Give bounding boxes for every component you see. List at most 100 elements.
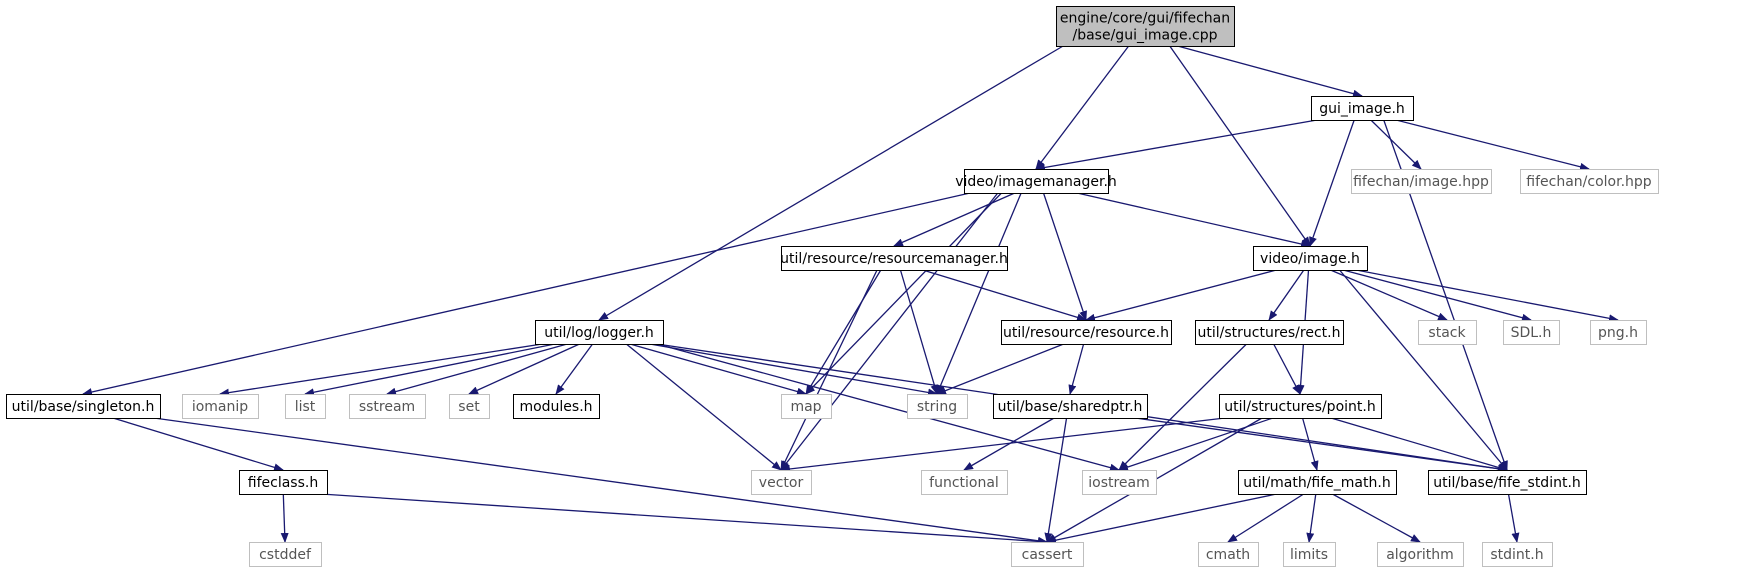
node-box: [993, 394, 1148, 419]
edge-imagemanager_h-to-singleton_h: [82, 192, 971, 396]
edge-logger_h-to-vector: [625, 343, 782, 471]
node-algorithm: algorithm: [1377, 542, 1464, 567]
edge-logger_h-to-iomanip: [219, 343, 543, 397]
node-modules-h[interactable]: modules.h: [513, 394, 600, 419]
edge-root-to-gui_image_h: [1177, 45, 1363, 98]
node-box: [1520, 169, 1659, 194]
node-label: cmath: [1206, 547, 1250, 563]
node-box: [921, 470, 1008, 495]
node-sdl-h: SDL.h: [1503, 320, 1560, 345]
edge-sharedptr_h-to-functional: [963, 417, 1055, 471]
node-label: vector: [759, 475, 804, 491]
node-string: string: [907, 394, 968, 419]
edge-sharedptr_h-to-cassert: [1044, 417, 1068, 543]
node-resource-h[interactable]: util/resource/resource.h: [1001, 320, 1172, 345]
node-box: [1011, 542, 1084, 567]
edge-gui_image_h-to-imagemanager_h: [1035, 119, 1318, 172]
node-vector: vector: [751, 470, 812, 495]
edge-rect_h-to-point_h: [1273, 343, 1301, 395]
node-label: util/resource/resourcemanager.h: [780, 251, 1008, 267]
node-box: [249, 542, 322, 567]
edge-imagemanager_h-to-resourcemanager_h: [893, 192, 1015, 247]
node-box: [751, 470, 812, 495]
node-point-h[interactable]: util/structures/point.h: [1219, 394, 1382, 419]
node-label: util/log/logger.h: [544, 325, 654, 341]
node-label: util/base/singleton.h: [12, 399, 155, 415]
edge-point_h-to-fife_math_h: [1301, 417, 1319, 471]
node-list: list: [285, 394, 326, 419]
edge-resourcemanager_h-to-string: [899, 269, 939, 395]
node-label: modules.h: [519, 399, 592, 415]
edge-root-to-logger_h: [598, 45, 1064, 321]
node-label: functional: [929, 475, 999, 491]
node-root[interactable]: engine/core/gui/fifechan/base/gui_image.…: [1056, 6, 1235, 47]
node-box: [349, 394, 426, 419]
node-label: video/image.h: [1260, 251, 1360, 267]
node-label: fifechan/color.hpp: [1526, 174, 1651, 190]
node-box: [182, 394, 259, 419]
node-label: algorithm: [1386, 547, 1454, 563]
node-resourcemanager-h[interactable]: util/resource/resourcemanager.h: [780, 246, 1008, 271]
node-imagemanager-h[interactable]: video/imagemanager.h: [955, 169, 1117, 194]
edge-gui_image_h-to-video_image_h: [1309, 119, 1355, 247]
node-box: [1082, 470, 1157, 495]
edge-gui_image_h-to-fifechan_color: [1395, 119, 1590, 171]
edge-video_image_h-to-resource_h: [1085, 269, 1277, 322]
node-gui-image-h[interactable]: gui_image.h: [1311, 96, 1414, 121]
node-box: [781, 246, 1008, 271]
node-rect-h[interactable]: util/structures/rect.h: [1195, 320, 1344, 345]
node-box: [1377, 542, 1464, 567]
node-box: [1590, 320, 1647, 345]
edge-imagemanager_h-to-resource_h: [1042, 192, 1087, 321]
node-label: limits: [1290, 547, 1328, 563]
edge-root-to-video_image_h: [1169, 45, 1311, 247]
node-logger-h[interactable]: util/log/logger.h: [535, 320, 664, 345]
node-fifeclass-h[interactable]: fifeclass.h: [239, 470, 328, 495]
node-cassert: cassert: [1011, 542, 1084, 567]
node-label: SDL.h: [1511, 325, 1552, 341]
node-label: util/base/fife_stdint.h: [1433, 475, 1581, 491]
node-label: video/imagemanager.h: [955, 174, 1117, 190]
node-label: util/resource/resource.h: [1003, 325, 1169, 341]
node-label: set: [458, 399, 480, 415]
edge-point_h-to-vector: [780, 417, 1226, 473]
node-box: [964, 169, 1109, 194]
node-limits: limits: [1283, 542, 1336, 567]
edge-rect_h-to-iostream: [1118, 343, 1247, 471]
node-label: fifeclass.h: [248, 475, 318, 491]
node-label: string: [917, 399, 957, 415]
node-box: [535, 320, 664, 345]
node-label: /base/gui_image.cpp: [1073, 28, 1218, 44]
node-video-image-h[interactable]: video/image.h: [1253, 246, 1368, 271]
node-box: [449, 394, 490, 419]
node-box: [6, 394, 161, 419]
edge-fife_math_h-to-algorithm: [1332, 493, 1421, 543]
node-map: map: [781, 394, 832, 419]
edge-logger_h-to-list: [304, 343, 556, 397]
node-fife-stdint-h[interactable]: util/base/fife_stdint.h: [1428, 470, 1587, 495]
node-fifechan-image: fifechan/image.hpp: [1351, 169, 1492, 194]
node-box: [1219, 394, 1382, 419]
edge-fife_math_h-to-limits: [1306, 493, 1317, 543]
edge-logger_h-to-iostream: [656, 343, 1120, 472]
node-sstream: sstream: [349, 394, 426, 419]
node-box: [285, 394, 326, 419]
node-box: [781, 394, 832, 419]
node-box: [1001, 320, 1172, 345]
edge-fife_math_h-to-cmath: [1227, 493, 1304, 543]
node-fife-math-h[interactable]: util/math/fife_math.h: [1238, 470, 1397, 495]
node-box: [1503, 320, 1560, 345]
node-box: [1311, 96, 1414, 121]
node-singleton-h[interactable]: util/base/singleton.h: [6, 394, 161, 419]
edge-logger_h-to-string: [649, 343, 938, 397]
node-box: [513, 394, 600, 419]
node-label: iostream: [1088, 475, 1150, 491]
edge-point_h-to-fife_stdint_h: [1330, 417, 1508, 472]
node-stack: stack: [1418, 320, 1477, 345]
node-sharedptr-h[interactable]: util/base/sharedptr.h: [993, 394, 1148, 419]
edge-video_image_h-to-png_h: [1356, 269, 1619, 323]
edge-imagemanager_h-to-vector: [780, 192, 999, 471]
node-label: png.h: [1598, 325, 1638, 341]
node-label: stack: [1428, 325, 1466, 341]
